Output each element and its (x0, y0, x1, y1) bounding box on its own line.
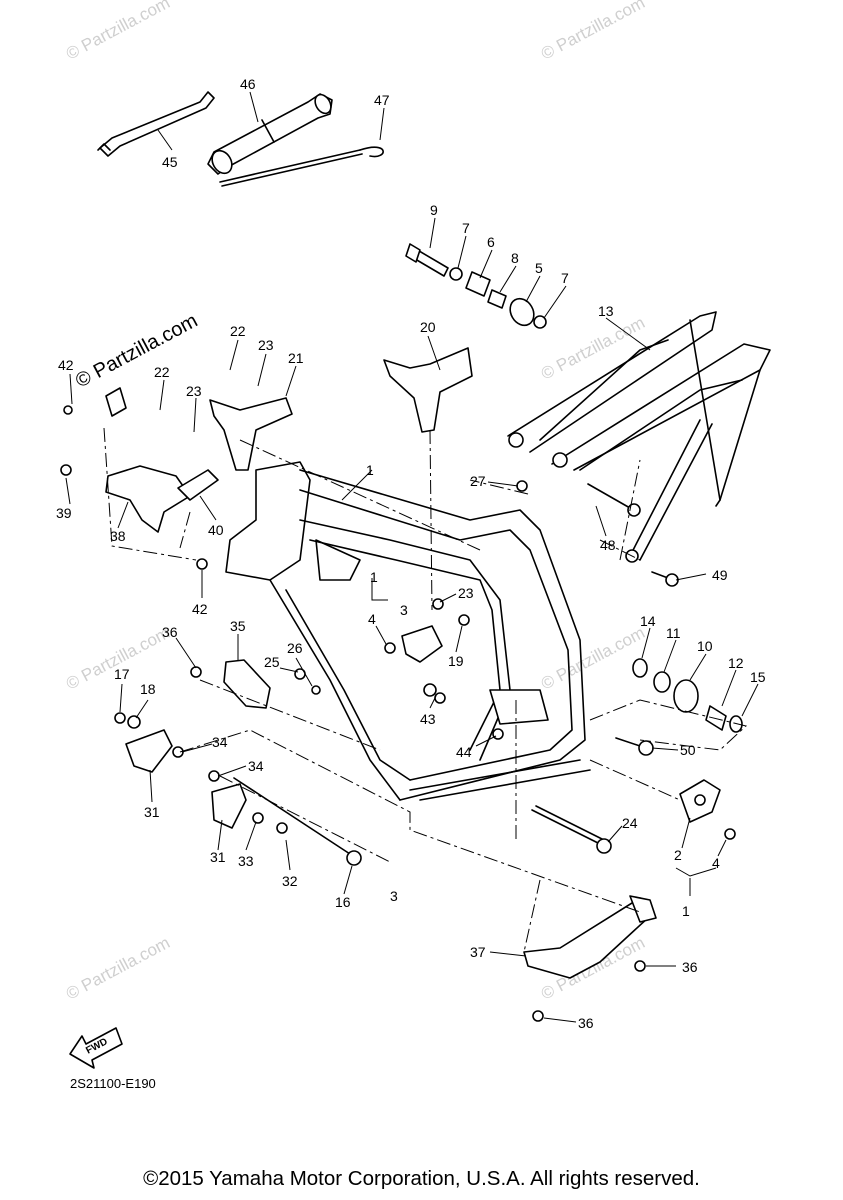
callout-label: 3 (390, 888, 398, 904)
callout-label: 33 (238, 853, 254, 869)
callout-label: 46 (240, 76, 256, 92)
callout-label: 19 (448, 653, 464, 669)
callout-label: 22 (230, 323, 246, 339)
callout-label: 27 (470, 473, 486, 489)
pivot-bolt-parts (405, 243, 547, 329)
plate-31-left (125, 729, 173, 773)
callout-label: 32 (282, 873, 298, 889)
callout-label: 10 (697, 638, 713, 654)
skid-plate-37 (523, 895, 657, 979)
callout-label: 6 (487, 234, 495, 250)
callout-label: 34 (248, 758, 264, 774)
callout-label: 3 (400, 602, 408, 618)
clip-42 (105, 387, 127, 417)
callout-label: 31 (144, 804, 160, 820)
callout-label: 44 (456, 744, 472, 760)
callout-label: 37 (470, 944, 486, 960)
callout-label: 12 (728, 655, 744, 671)
callout-label: 36 (682, 959, 698, 975)
watermark: © Partzilla.com (63, 933, 173, 1004)
watermark-main: © Partzilla.com (72, 310, 201, 393)
callout-label: 5 (535, 260, 543, 276)
socket-wrench-46 (207, 93, 333, 175)
callout-label: 31 (210, 849, 226, 865)
bracket-35 (223, 659, 271, 709)
callout-labels: 45 46 47 9 7 6 8 5 7 13 20 22 23 21 42 2… (56, 76, 766, 1031)
callout-label: 40 (208, 522, 224, 538)
callout-label: 35 (230, 618, 246, 634)
watermark: © Partzilla.com (538, 0, 648, 64)
callout-label: 7 (462, 220, 470, 236)
diagram-code: 2S21100-E190 (70, 1076, 156, 1091)
callout-label: 48 (600, 537, 616, 553)
callout-label: 11 (666, 625, 681, 641)
callout-label: 13 (598, 303, 614, 319)
rod-47 (219, 146, 384, 187)
fwd-arrow-icon: FWD (69, 1027, 123, 1069)
callout-label: 14 (640, 613, 656, 629)
guide-lines (103, 427, 748, 953)
callout-label: 43 (420, 711, 436, 727)
callout-label: 17 (114, 666, 130, 682)
watermark: © Partzilla.com (63, 0, 173, 64)
callout-label: 4 (712, 855, 720, 871)
watermark: © Partzilla.com (538, 623, 648, 694)
bracket-21 (209, 397, 293, 471)
callout-label: 1 (682, 903, 690, 919)
callout-label: 49 (712, 567, 728, 583)
callout-label: 18 (140, 681, 156, 697)
callout-label: 16 (335, 894, 351, 910)
callout-label: 38 (110, 528, 126, 544)
bracket-38 (105, 465, 191, 533)
main-frame-1 (225, 461, 591, 801)
callout-label: 39 (56, 505, 72, 521)
callout-label: 34 (212, 734, 228, 750)
callout-label: 26 (287, 640, 303, 656)
callout-label: 2 (674, 847, 682, 863)
callout-label: 9 (430, 202, 438, 218)
callout-label: 21 (288, 350, 304, 366)
mount-plate-2 (679, 779, 721, 823)
callout-label: 42 (58, 357, 74, 373)
bracket-20 (383, 347, 473, 433)
callout-label: 4 (368, 611, 376, 627)
callout-label: 1 (366, 462, 374, 478)
long-bolts (233, 483, 679, 866)
plate-31-center (211, 783, 247, 829)
fasteners (60, 405, 736, 1022)
callout-label: 25 (264, 654, 280, 670)
callout-label: 36 (162, 624, 178, 640)
callout-label: 1 (370, 569, 378, 585)
callout-label: 36 (578, 1015, 594, 1031)
wrench-45 (97, 91, 215, 157)
callout-label: 23 (458, 585, 474, 601)
callout-label: 22 (154, 364, 170, 380)
callout-label: 8 (511, 250, 519, 266)
callout-label: 47 (374, 92, 390, 108)
callout-label: 7 (561, 270, 569, 286)
callout-label: 20 (420, 319, 436, 335)
callout-label: 23 (258, 337, 274, 353)
callout-label: 42 (192, 601, 208, 617)
leader-lines (65, 91, 759, 1023)
bushing-parts (632, 658, 743, 733)
callout-label: 23 (186, 383, 202, 399)
watermark: © Partzilla.com (538, 313, 648, 384)
footpeg-40 (177, 469, 219, 501)
watermark: © Partzilla.com (63, 623, 173, 694)
callout-label: 15 (750, 669, 766, 685)
callout-label: 50 (680, 742, 696, 758)
callout-label: 45 (162, 154, 178, 170)
callout-label: 24 (622, 815, 638, 831)
copyright-text: ©2015 Yamaha Motor Corporation, U.S.A. A… (143, 1167, 700, 1190)
subframe-13 (507, 311, 771, 563)
